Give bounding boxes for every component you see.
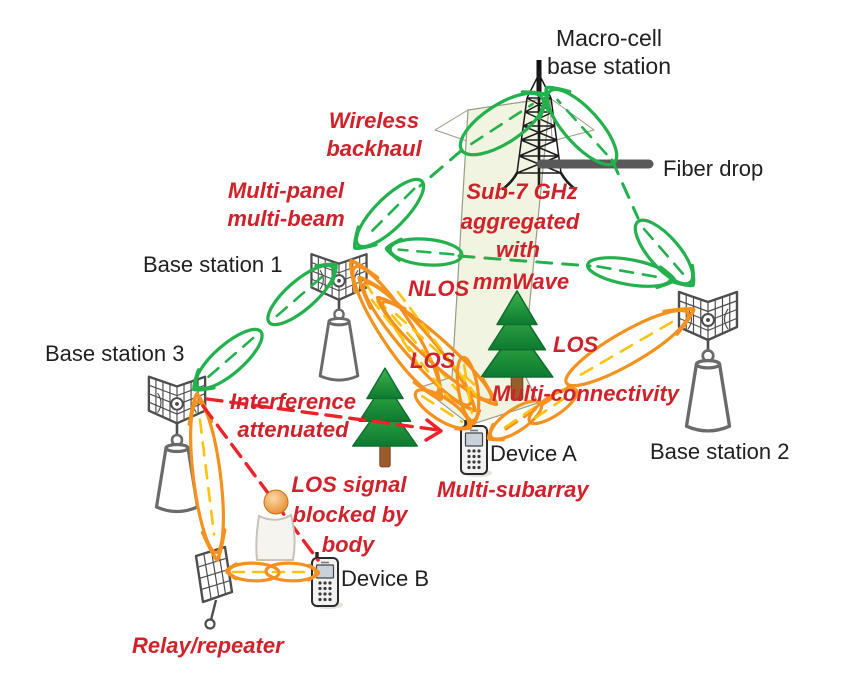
base-station-2-icon [677,290,739,433]
multi-panel-label-line1: Multi-panel [228,178,345,203]
labels: Macro-cell base station Fiber drop Wirel… [45,25,789,658]
green-beam-icon [383,234,465,270]
los-right-label: LOS [553,332,599,357]
blocked-label-line2: blocked by [293,502,410,527]
base-station-3-icon [147,375,207,514]
backhaul-line-macro-bs1 [418,148,464,188]
base-station-1-label: Base station 1 [143,252,282,277]
macro-label-line1: Macro-cell [556,25,662,51]
multi-connectivity-label: Multi-connectivity [492,381,681,406]
backhaul-line-bs1-bs2 [457,254,592,268]
blocked-los-line [201,404,320,562]
nlos-label: NLOS [408,276,469,301]
wireless-backhaul-links [183,74,706,402]
base-station-2-label: Base station 2 [650,439,789,464]
sub7-label-line3: with [496,237,540,262]
blocked-label-line3: body [322,532,376,557]
multi-panel-label-line2: multi-beam [227,206,344,231]
multi-subarray-label: Multi-subarray [437,477,590,502]
wireless-backhaul-label-line1: Wireless [329,108,419,133]
access-links [183,252,701,583]
interference-label-line1: Interference [230,389,356,414]
beam-dash-rays [370,290,480,404]
interference-label-line2: attenuated [237,417,349,442]
relay-panel-icon [194,545,234,630]
base-station-3-label: Base station 3 [45,341,184,366]
base-station-1-icon [310,253,368,382]
cone-pedestal-icon [318,308,360,382]
macro-label-line2: base station [547,53,671,79]
relay-repeater-label: Relay/repeater [132,633,285,658]
red-arrowhead-icon [424,418,443,442]
person-icon [255,489,296,561]
sub7-label-line2: aggregated [461,209,580,234]
device-b-label: Device B [341,566,429,591]
interference-lines [201,397,443,562]
sub7-label-line4: mmWave [473,269,569,294]
wireless-backhaul-label-line2: backhaul [326,136,422,161]
backhaul-line-macro-bs2 [610,158,640,220]
sub7-label-line1: Sub-7 GHz [466,179,577,204]
los-left-label: LOS [410,348,456,373]
interference-line [205,397,440,432]
cone-pedestal-icon [684,348,732,433]
blocked-label-line1: LOS signal [292,472,408,497]
arrow-fin-left [433,109,471,143]
device-a-label: Device A [490,441,577,466]
fiber-drop-label: Fiber drop [663,156,763,181]
los-line-devicea-bs2 [504,384,572,431]
tree-icon [351,367,419,468]
